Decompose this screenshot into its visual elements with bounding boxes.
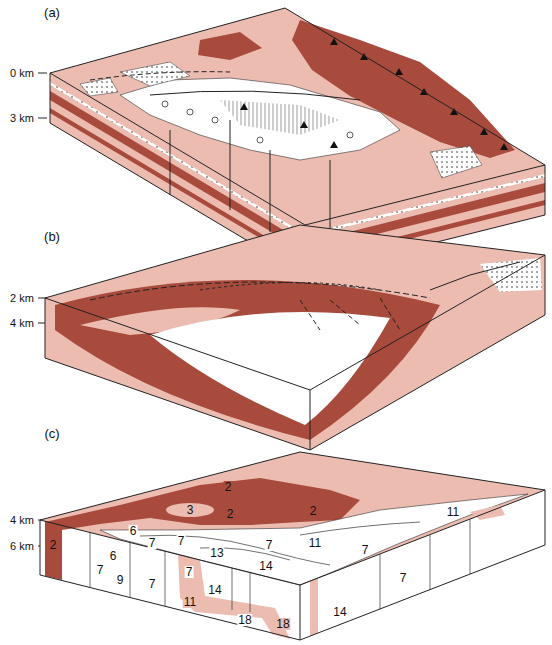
callout-number: 11 (183, 596, 197, 608)
callout-number: 14 (332, 606, 347, 618)
panel-label: (a) (43, 6, 61, 19)
callout-number: 7 (148, 578, 157, 590)
callout-number: 11 (308, 537, 322, 549)
callout-number: 3 (186, 504, 195, 516)
callout-number: 18 (237, 614, 252, 626)
callout-number: 7 (185, 566, 194, 578)
callout-number: 14 (207, 584, 222, 596)
callout-number: 13 (209, 547, 224, 559)
panel-label: (c) (43, 427, 60, 440)
callout-number: 2 (224, 481, 233, 493)
callout-number: 7 (96, 564, 105, 576)
callout-number: 14 (258, 560, 273, 572)
callout-number: 7 (399, 572, 408, 584)
callout-number: 9 (116, 574, 125, 586)
depth-label: 4 km (9, 515, 35, 526)
depth-label: 0 km (9, 68, 35, 79)
block-c (40, 452, 545, 640)
block-b (45, 225, 545, 450)
panel-label: (b) (43, 230, 61, 243)
depth-label: 6 km (9, 541, 35, 552)
callout-number: 6 (109, 550, 118, 562)
callout-number: 2 (226, 508, 235, 520)
callout-number: 7 (361, 544, 370, 556)
callout-number: 7 (177, 535, 186, 547)
depth-label: 2 km (9, 293, 35, 304)
callout-number: 11 (446, 506, 460, 518)
depth-label: 4 km (9, 318, 35, 329)
depth-label: 3 km (9, 113, 35, 124)
callout-number: 2 (49, 539, 58, 551)
callout-number: 7 (265, 539, 274, 551)
callout-number: 2 (309, 505, 318, 517)
callout-number: 18 (275, 618, 290, 630)
callout-number: 7 (148, 537, 157, 549)
callout-number: 6 (129, 525, 138, 537)
